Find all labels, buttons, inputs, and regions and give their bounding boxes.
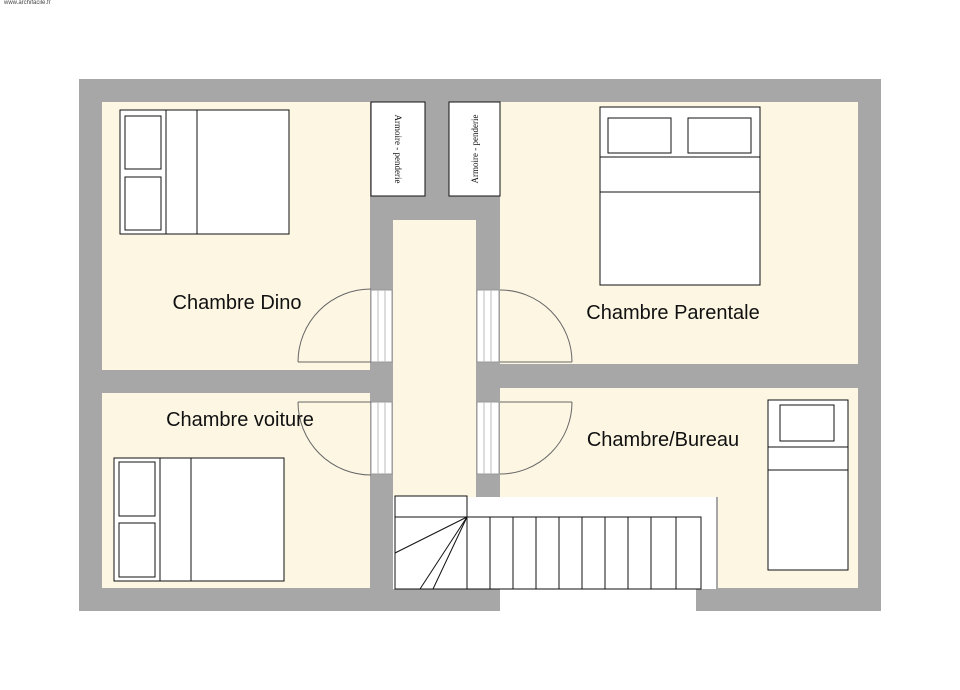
stair-top-landing [394,495,468,518]
room-label-chambre-bureau: Chambre/Bureau [587,429,739,451]
pillow [779,404,835,442]
pillow [118,522,156,578]
pillow [124,115,162,170]
room-label-chambre-voiture: Chambre voiture [166,409,314,431]
bed-chambre-bureau [767,399,849,571]
pillow [124,176,162,231]
room-label-chambre-dino: Chambre Dino [173,292,302,314]
room-label-chambre-parentale: Chambre Parentale [586,302,759,324]
door-chambre-dino [297,288,393,363]
pillow [687,117,752,154]
watermark-text: www.archifacile.fr [4,0,51,6]
staircase [394,495,702,590]
door-chambre-parentale [476,289,573,363]
pillow [118,461,156,517]
doors [297,288,573,476]
bed-chambre-parentale [599,106,761,286]
bed-chambre-dino [119,109,290,235]
stair-run [394,516,702,590]
stair-opening-gap [500,588,696,611]
floor-corridor [393,220,476,518]
door-chambre-voiture [297,401,393,476]
closet-right-label: Armoire - penderie [470,115,480,184]
closet-left-label: Armoire - penderie [393,115,403,184]
beds [113,106,849,582]
bed-chambre-voiture [113,457,285,582]
door-chambre-bureau [476,401,573,475]
room-labels: Chambre Dino Chambre Parentale Chambre v… [166,292,760,451]
closets: Armoire - penderie Armoire - penderie [370,101,501,197]
pillow [607,117,672,154]
closet-left [370,101,426,197]
closet-right [448,101,501,197]
